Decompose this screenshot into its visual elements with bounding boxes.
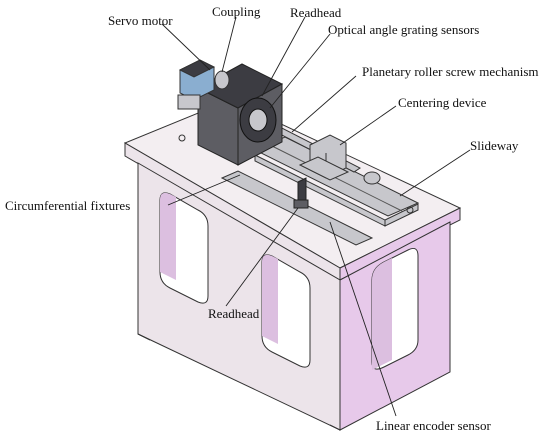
front-window-left-shade xyxy=(160,192,176,280)
slideway-groove xyxy=(269,144,403,212)
label-optical-angle-sensors: Optical angle grating sensors xyxy=(328,22,480,37)
table-top-side-edge xyxy=(339,207,461,281)
label-readhead-top: Readhead xyxy=(290,5,342,20)
servo-motor-cap xyxy=(178,59,216,78)
leader-circumferential-fixtures xyxy=(167,174,241,206)
leader-servo-motor xyxy=(161,23,211,71)
side-window-shade xyxy=(372,258,392,370)
table-bolt-1 xyxy=(178,134,186,142)
label-slideway: Slideway xyxy=(470,138,519,153)
leader-lines xyxy=(161,16,471,417)
label-linear-encoder-sensor: Linear encoder sensor xyxy=(376,418,491,433)
end-roller xyxy=(363,171,381,185)
leader-readhead-bottom xyxy=(225,207,299,307)
servo-motor-base xyxy=(177,94,201,110)
leader-optical-angle xyxy=(269,33,331,109)
label-readhead-bottom: Readhead xyxy=(208,306,260,321)
foot-line-left xyxy=(137,333,151,341)
leader-readhead-top xyxy=(261,16,306,97)
label-servo-motor: Servo motor xyxy=(108,13,173,28)
label-coupling: Coupling xyxy=(212,4,261,19)
leader-planetary-roller xyxy=(291,75,357,133)
label-centering-device: Centering device xyxy=(398,95,487,110)
foot-line-mid xyxy=(329,424,341,431)
table-bolt-2 xyxy=(406,206,414,214)
leader-centering-device xyxy=(339,105,397,146)
label-planetary-roller-screw: Planetary roller screw mechanism xyxy=(362,64,539,79)
readhead-block xyxy=(293,199,309,209)
leader-linear-encoder xyxy=(329,221,397,417)
coupling-body xyxy=(214,70,230,90)
front-window-mid-shade xyxy=(262,254,278,344)
centering-slider xyxy=(298,156,350,181)
angle-grating-hub xyxy=(248,108,268,132)
label-circumferential-fixtures: Circumferential fixtures xyxy=(5,198,131,213)
leader-coupling xyxy=(221,16,237,73)
leader-slideway xyxy=(399,149,471,197)
